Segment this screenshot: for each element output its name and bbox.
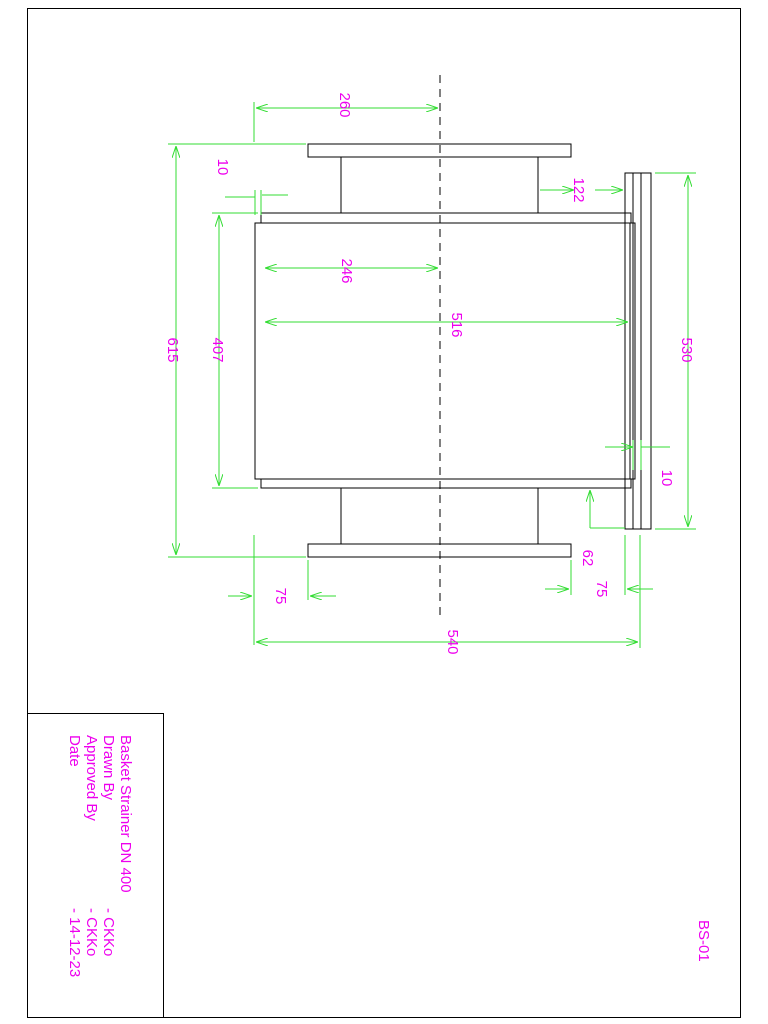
dimension-lines xyxy=(168,102,696,648)
dim-10-right-label: 10 xyxy=(658,470,675,487)
drawn-by-value: - CKKo xyxy=(100,908,117,956)
strainer-outline xyxy=(254,143,652,558)
dim-75-left-label: 75 xyxy=(272,588,289,605)
body-bottom-plate xyxy=(260,478,632,489)
dim-615-label: 615 xyxy=(164,337,181,362)
title-block-title: Basket Strainer DN 400 xyxy=(117,735,134,893)
dim-75-right-label: 75 xyxy=(593,581,610,598)
dim-122-label: 122 xyxy=(570,177,587,202)
approved-by-value: - CKKo xyxy=(83,908,100,956)
date-label: Date xyxy=(66,735,83,767)
drawn-by-label: Drawn By xyxy=(100,735,117,801)
dim-516-label: 516 xyxy=(448,312,465,337)
dim-540-label: 540 xyxy=(444,629,461,654)
sheet-border xyxy=(27,8,741,1018)
dim-246-label: 246 xyxy=(338,258,355,283)
body-top-plate xyxy=(260,212,632,224)
dim-10-top-label: 10 xyxy=(214,159,231,176)
strainer-body xyxy=(254,222,636,480)
dim-260-label: 260 xyxy=(336,92,353,117)
top-flange xyxy=(307,143,572,158)
dim-62-label: 62 xyxy=(579,550,596,567)
dim-530-label: 530 xyxy=(678,337,695,362)
date-value: - 14-12-23 xyxy=(66,908,83,977)
drawing-number: BS-01 xyxy=(695,920,712,962)
approved-by-label: Approved By xyxy=(83,735,100,821)
cover-plate xyxy=(640,172,652,530)
dim-407-label: 407 xyxy=(209,337,226,362)
title-block-frame xyxy=(27,713,164,1018)
